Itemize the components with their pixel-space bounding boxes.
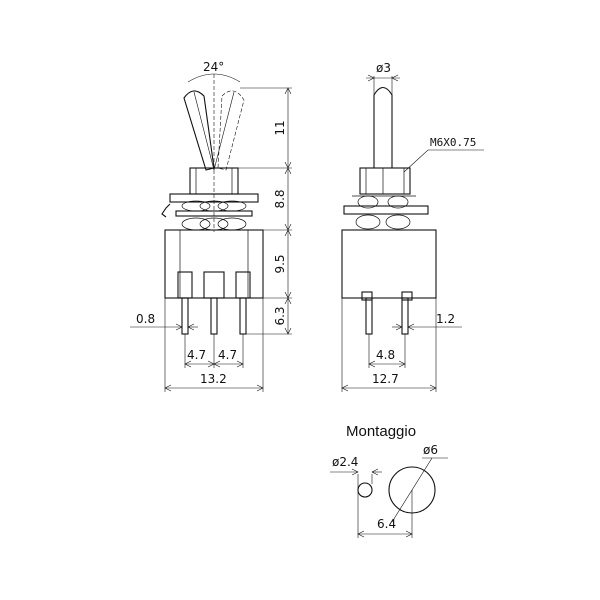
mounting-diagram: Montaggio ø2.4 ø6 6.4	[330, 423, 448, 538]
front-terminal-right	[239, 297, 247, 335]
side-terminal-left	[365, 297, 373, 335]
front-terminal-center	[210, 297, 218, 335]
depth-label: 12.7	[372, 372, 399, 386]
pitch-left-label: 4.7	[187, 348, 206, 362]
angle-label: 24°	[203, 60, 224, 74]
angle-arc	[187, 73, 241, 83]
terminal-spacing-label: 4.8	[376, 348, 395, 362]
front-lockwasher	[175, 210, 253, 217]
small-hole-label: ø2.4	[332, 455, 358, 469]
bushing-height-label: 8.8	[273, 189, 287, 208]
pitch-right-label: 4.7	[218, 348, 237, 362]
mounting-title: Montaggio	[346, 423, 416, 440]
terminal-width-label: 0.8	[136, 312, 155, 326]
hole-spacing-label: 6.4	[377, 517, 396, 531]
front-lever-left	[183, 90, 215, 171]
front-view: 24° 11 8.8 9	[130, 60, 292, 392]
thread-label: M6X0.75	[430, 136, 476, 149]
side-body	[341, 229, 437, 299]
width-label: 13.2	[200, 372, 227, 386]
side-washer	[343, 205, 429, 215]
front-washer	[169, 193, 259, 203]
terminal-length-label: 6.3	[273, 306, 287, 325]
front-lever-right	[217, 90, 245, 171]
lever-diameter-label: ø3	[376, 61, 391, 75]
side-lever	[373, 86, 393, 169]
side-view: ø3 M6X0.75 1.2 4.8	[341, 61, 484, 392]
side-bushing	[359, 167, 411, 195]
body-height-label: 9.5	[273, 254, 287, 273]
small-hole	[357, 482, 373, 498]
lever-height-label: 11	[273, 120, 287, 135]
large-hole-label: ø6	[423, 443, 438, 457]
front-terminal-left	[181, 297, 189, 335]
side-terminal-right	[401, 297, 409, 335]
side-terminal-width-label: 1.2	[436, 312, 455, 326]
